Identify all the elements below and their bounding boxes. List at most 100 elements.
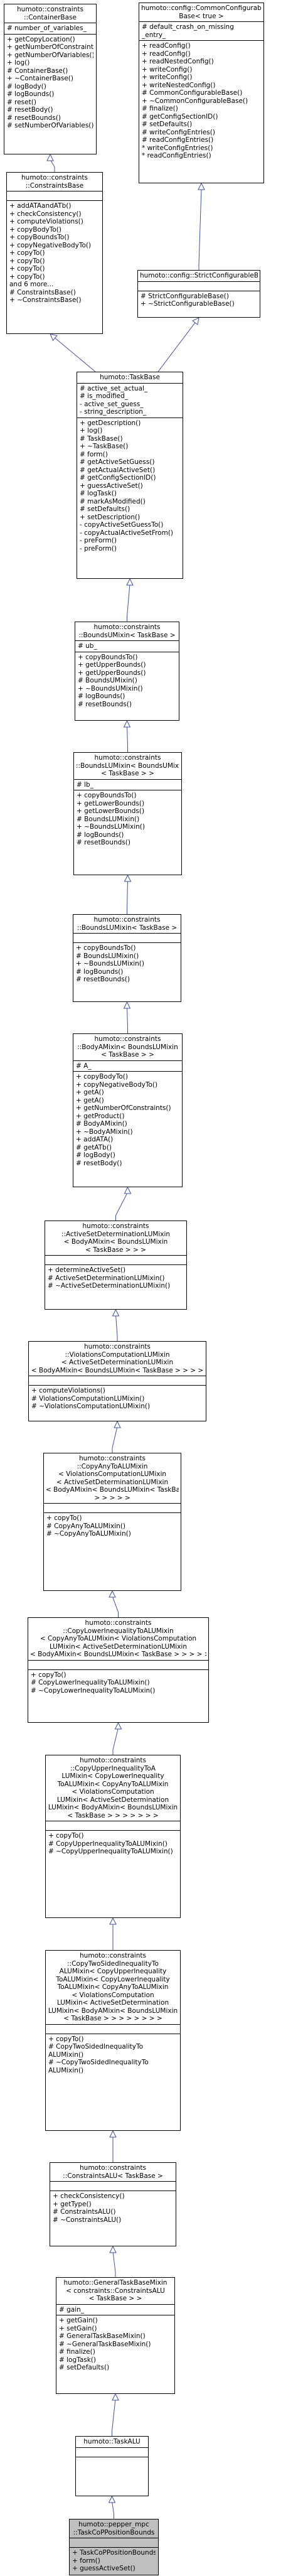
- class-title-line: ::ActiveSetDeterminationLUMixin: [61, 1230, 171, 1238]
- class-title: humoto::config::StrictConfigurableBase: [138, 271, 260, 282]
- class-title: humoto::constraints::CopyTwoSidedInequal…: [46, 1951, 180, 2025]
- class-box-containerbase[interactable]: humoto::constraints::ContainerBase# numb…: [4, 4, 97, 154]
- class-title-line: ::BodyAMixin< BoundsLUMixin: [77, 1043, 178, 1051]
- method-item: # getActiveSetGuess(): [80, 458, 155, 466]
- method-item: # resetBody(): [76, 1159, 122, 1167]
- method-item: # setNumberOfVariables(): [7, 122, 93, 129]
- method-item: + addATAandATb(): [9, 202, 72, 210]
- class-attributes: [50, 2182, 176, 2191]
- class-box-violationscomputationlumixin[interactable]: humoto::constraints::ViolationsComputati…: [28, 1341, 206, 1421]
- class-title: humoto::constraints::BoundsLUMixin< Boun…: [74, 753, 181, 780]
- class-methods: + determineActiveSet()# ActiveSetDetermi…: [45, 1265, 186, 1291]
- method-item: # ~CopyTwoSidedInequalityTo: [48, 2059, 149, 2066]
- class-methods: + getDescription()+ log()# TaskBase()+ ~…: [77, 418, 183, 554]
- class-box-constraintsbase[interactable]: humoto::constraints::ConstraintsBase+ ad…: [6, 172, 103, 334]
- method-item: # getConfigSectionID(): [80, 474, 156, 482]
- inheritance-arrow: [113, 2246, 115, 2277]
- class-box-constraintsalu[interactable]: humoto::constraints::ConstraintsALU< Tas…: [50, 2162, 176, 2246]
- method-item: # BoundsUMixin(): [78, 677, 137, 684]
- method-item: + getA(): [76, 1089, 104, 1096]
- class-title-line: humoto::constraints: [80, 1952, 146, 1959]
- method-item: and 6 more...: [9, 281, 54, 288]
- class-box-bodyamixin[interactable]: humoto::constraints::BodyAMixin< BoundsL…: [73, 1033, 183, 1187]
- class-title-line: humoto::constraints: [82, 1222, 149, 1230]
- method-item: # logBounds(): [77, 831, 124, 839]
- method-item: + computeViolations(): [9, 218, 83, 225]
- inheritance-arrow: [115, 1187, 128, 1221]
- inheritance-arrow: [127, 875, 128, 914]
- method-item: # ~ViolationsComputationLUMixin(): [31, 1403, 151, 1410]
- class-methods: + copyTo()# CopyAnyToALUMixin()# ~CopyAn…: [44, 1513, 181, 1539]
- class-title-line: humoto::config::StrictConfigurableBase: [140, 272, 258, 279]
- method-item: # finalize(): [142, 105, 178, 112]
- method-item: # CopyLowerInequalityToALUMixin(): [31, 1679, 150, 1686]
- method-item: + ~BodyAMixin(): [76, 1128, 133, 1136]
- method-item: + copyBodyTo(): [9, 225, 61, 234]
- method-item: + getNumberOfConstraints(): [7, 43, 93, 51]
- class-box-copytwosidedinequalitytoalumixin[interactable]: humoto::constraints::CopyTwoSidedInequal…: [45, 1950, 181, 2131]
- class-box-activesetdeterminationlumixin[interactable]: humoto::constraints::ActiveSetDeterminat…: [45, 1221, 187, 1310]
- method-item: # CopyTwoSidedInequalityTo: [48, 2043, 144, 2051]
- class-title: humoto::pepper_mpc::TaskCoPPositionBound…: [70, 2519, 158, 2538]
- class-title: humoto::constraints::ContainerBase: [4, 4, 96, 23]
- method-item: # setDefaults(): [80, 505, 130, 513]
- attribute-item: # lb_: [77, 780, 93, 789]
- class-title-line: ::ViolationsComputationLUMixin: [65, 1350, 170, 1359]
- class-box-strictconfigurablebase[interactable]: humoto::config::StrictConfigurableBase# …: [137, 270, 260, 318]
- class-box-copylowerinequalitytoalumixin[interactable]: humoto::constraints::CopyLowerInequality…: [28, 1617, 209, 1723]
- method-item: # ContainerBase(): [7, 67, 68, 75]
- method-item: - preForm(): [80, 544, 117, 552]
- class-box-taskalu[interactable]: humoto::TaskALU: [75, 2436, 149, 2496]
- class-title: humoto::constraints::BodyAMixin< BoundsL…: [73, 1034, 182, 1061]
- class-attributes: [73, 934, 181, 943]
- method-item: + copyBoundsTo(): [78, 653, 138, 661]
- method-item: # logTask(): [80, 490, 117, 497]
- method-item: + log(): [80, 427, 103, 434]
- class-box-copyupperinequalitytoalumixin[interactable]: humoto::constraints::CopyUpperInequality…: [45, 1755, 181, 1918]
- method-item: # ActiveSetDeterminationLUMixin(): [48, 1274, 165, 1282]
- method-item: # getActualActiveSet(): [80, 466, 156, 474]
- method-item: + log(): [7, 59, 30, 67]
- attribute-item: # active_set_actual_: [80, 384, 148, 392]
- class-title-line: ::CopyTwoSidedInequalityTo: [67, 1959, 159, 1968]
- class-title-line: LUMixin< BodyAMixin< BoundsLUMixin: [48, 1804, 178, 1811]
- method-item: + copyTo(): [31, 1671, 66, 1679]
- class-box-taskbase[interactable]: humoto::TaskBase# active_set_actual_# is…: [77, 372, 183, 579]
- method-item: # TaskBase(): [80, 434, 123, 443]
- class-box-generaltaskbasemixin[interactable]: humoto::GeneralTaskBaseMixin< constraint…: [56, 2277, 175, 2394]
- method-item: # CopyUpperInequalityToALUMixin(): [48, 1840, 167, 1848]
- class-box-taskcoppositionbounds[interactable]: humoto::pepper_mpc::TaskCoPPositionBound…: [69, 2519, 159, 2575]
- class-attributes: # default_crash_on_missing_entry_: [139, 22, 263, 41]
- attribute-item: _entry_: [142, 31, 166, 39]
- method-item: + writeConfig(): [142, 65, 193, 73]
- inheritance-arrow: [127, 721, 128, 752]
- method-item: + getUpperBounds(): [78, 669, 146, 677]
- method-item: # resetBounds(): [78, 700, 132, 708]
- class-methods: + TaskCoPPositionBounds()+ form()+ guess…: [70, 2548, 158, 2574]
- class-attributes: # number_of_variables_: [4, 23, 96, 35]
- class-title-line: < TaskBase > >: [101, 1051, 154, 1059]
- class-box-boundslbmixin[interactable]: humoto::constraints::BoundsLUMixin< Boun…: [73, 752, 182, 875]
- class-box-boundsumixin[interactable]: humoto::constraints::BoundsUMixin< TaskB…: [75, 622, 179, 721]
- method-item: + getA(): [76, 1096, 104, 1104]
- method-item: + setDescription(): [80, 513, 141, 521]
- class-methods: + readConfig()+ readConfig()+ readNested…: [139, 41, 263, 161]
- class-title: humoto::TaskBase: [77, 372, 183, 384]
- class-title-line: < TaskBase > > > > > > >: [67, 1811, 159, 1819]
- class-box-boundslumixintask[interactable]: humoto::constraints::BoundsLUMixin< Task…: [73, 914, 181, 1002]
- method-item: + copyNegativeBodyTo(): [76, 1081, 158, 1089]
- class-methods: + copyTo()# CopyUpperInequalityToALUMixi…: [46, 1831, 180, 1857]
- method-item: + copyNegativeBodyTo(): [9, 241, 92, 249]
- class-title-line: < TaskBase > > > > > > > >: [63, 2015, 162, 2022]
- method-item: # BoundsLUMixin(): [77, 815, 140, 823]
- class-methods: + getGain()+ setGain()# GeneralTaskBaseM…: [56, 2315, 174, 2373]
- method-item: + ~TaskBase(): [80, 443, 129, 450]
- class-title-line: humoto::TaskBase: [100, 374, 160, 381]
- method-item: + getUpperBounds(): [78, 661, 146, 669]
- attribute-item: # gain_: [59, 2305, 85, 2314]
- class-box-copyanytoalumixin[interactable]: humoto::constraints::CopyAnyToALUMixin< …: [43, 1453, 181, 1591]
- method-item: # setDefaults(): [142, 121, 193, 128]
- method-item: # readConfigEntries(): [142, 136, 214, 144]
- method-item: + writeConfig(): [142, 73, 193, 81]
